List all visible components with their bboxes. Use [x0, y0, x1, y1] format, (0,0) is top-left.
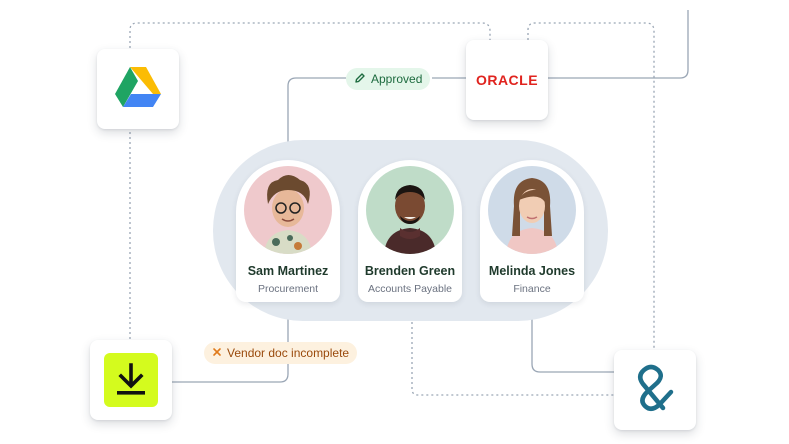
- download-icon: [104, 353, 158, 407]
- avatar: [488, 166, 576, 254]
- avatar: [366, 166, 454, 254]
- person-name: Melinda Jones: [488, 264, 576, 278]
- person-name: Sam Martinez: [247, 264, 329, 278]
- ampersand-logo-tile[interactable]: [614, 350, 696, 430]
- google-drive-tile[interactable]: [97, 49, 179, 129]
- person-card-brenden[interactable]: Brenden Green Accounts Payable: [358, 160, 462, 302]
- avatar: [244, 166, 332, 254]
- approved-badge: Approved: [346, 68, 431, 90]
- incomplete-label: Vendor doc incomplete: [227, 346, 350, 360]
- x-icon: [212, 346, 222, 360]
- download-tile[interactable]: [90, 340, 172, 420]
- person-role: Accounts Payable: [367, 283, 453, 295]
- person-name: Brenden Green: [364, 264, 456, 278]
- person-role: Finance: [513, 283, 551, 295]
- approved-label: Approved: [371, 72, 423, 86]
- incomplete-badge: Vendor doc incomplete: [204, 342, 358, 364]
- ampersand-logo-icon: [633, 364, 677, 417]
- person-card-melinda[interactable]: Melinda Jones Finance: [480, 160, 584, 302]
- person-role: Procurement: [257, 283, 319, 295]
- oracle-tile[interactable]: ORACLE: [466, 40, 548, 120]
- person-card-sam[interactable]: Sam Martinez Procurement: [236, 160, 340, 302]
- google-drive-icon: [115, 66, 161, 112]
- pencil-icon: [354, 72, 366, 87]
- oracle-logo: ORACLE: [475, 72, 539, 88]
